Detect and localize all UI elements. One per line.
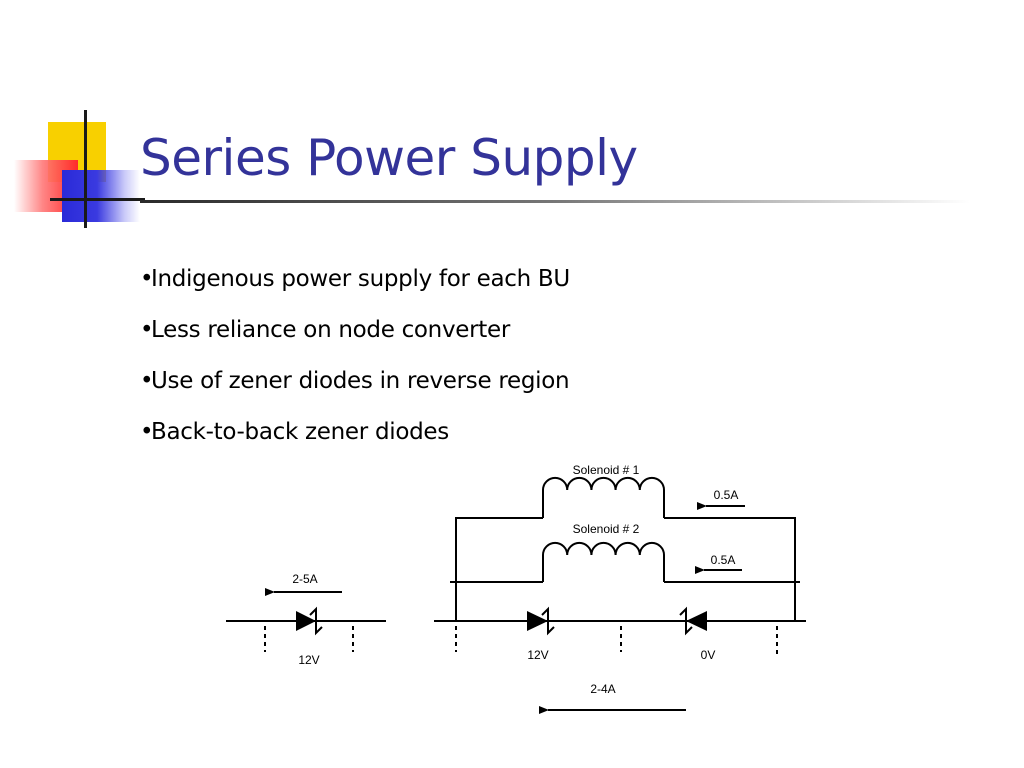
- solenoid-2-current-label: 0.5A: [711, 553, 736, 567]
- bullet-item: •Use of zener diodes in reverse region: [140, 356, 570, 407]
- outer-right-wire: [664, 517, 796, 621]
- pair-zener-right-voltage-label: 0V: [701, 648, 716, 662]
- bullet-marker: •: [140, 266, 154, 292]
- zener-diode-icon: [296, 606, 323, 636]
- single-zener-current-label: 2-5A: [292, 572, 317, 586]
- solenoid-1-current-label: 0.5A: [714, 488, 739, 502]
- logo-blue-square: [62, 170, 140, 222]
- bullet-item: •Indigenous power supply for each BU: [140, 254, 570, 305]
- bullet-list: •Indigenous power supply for each BU •Le…: [140, 254, 570, 458]
- outer-left-wire: [455, 517, 543, 621]
- bullet-marker: •: [140, 368, 154, 394]
- slide-title: Series Power Supply: [140, 129, 638, 187]
- solenoid-2-label: Solenoid # 2: [573, 522, 640, 536]
- series-supply-circuit: Solenoid # 1 Solenoid # 2 0.5A 0.5A: [434, 463, 806, 714]
- bullet-text: Use of zener diodes in reverse region: [151, 368, 570, 394]
- bullet-text: Less reliance on node converter: [151, 317, 511, 343]
- bullet-marker: •: [140, 419, 154, 445]
- solenoid-2-coil-icon: [542, 541, 665, 582]
- bullet-item: •Less reliance on node converter: [140, 305, 570, 356]
- single-zener-voltage-label: 12V: [298, 653, 319, 667]
- title-underline: [140, 200, 970, 203]
- zener-diode-left-icon: [527, 606, 555, 636]
- solenoid-1-label: Solenoid # 1: [573, 463, 640, 477]
- logo-horizontal-line: [50, 198, 145, 201]
- zener-diode-right-icon: [679, 606, 707, 636]
- logo-vertical-line: [84, 110, 87, 228]
- single-zener-circuit: 2-5A 12V: [226, 572, 386, 667]
- bullet-item: •Back-to-back zener diodes: [140, 407, 570, 458]
- bullet-text: Back-to-back zener diodes: [151, 419, 449, 445]
- bullet-text: Indigenous power supply for each BU: [151, 266, 570, 292]
- pair-current-label: 2-4A: [590, 682, 615, 696]
- bullet-marker: •: [140, 317, 154, 343]
- solenoid-1-coil-icon: [542, 476, 665, 518]
- pair-zener-left-voltage-label: 12V: [527, 648, 548, 662]
